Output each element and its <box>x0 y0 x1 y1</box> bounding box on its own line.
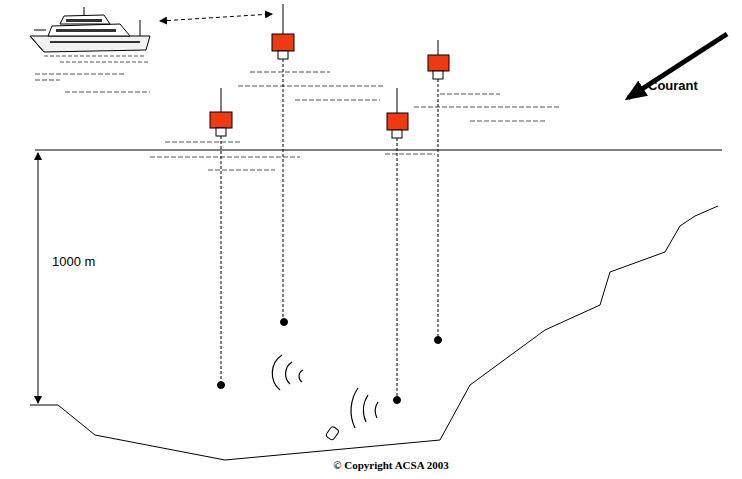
sound-waves <box>272 355 378 428</box>
copyright-notice: © Copyright ACSA 2003 <box>333 459 448 471</box>
ship <box>30 7 150 52</box>
water-dashes <box>35 72 560 170</box>
flight-recorder <box>325 426 339 441</box>
radio-link <box>160 14 272 21</box>
depth-label: 1000 m <box>52 254 95 269</box>
depth-arrow <box>38 153 39 403</box>
current-arrow <box>628 34 727 98</box>
seabed <box>58 206 718 460</box>
reference-line <box>35 150 722 151</box>
ship-windows <box>50 19 140 43</box>
current-label: Courant <box>648 78 698 93</box>
buoys <box>210 4 449 404</box>
